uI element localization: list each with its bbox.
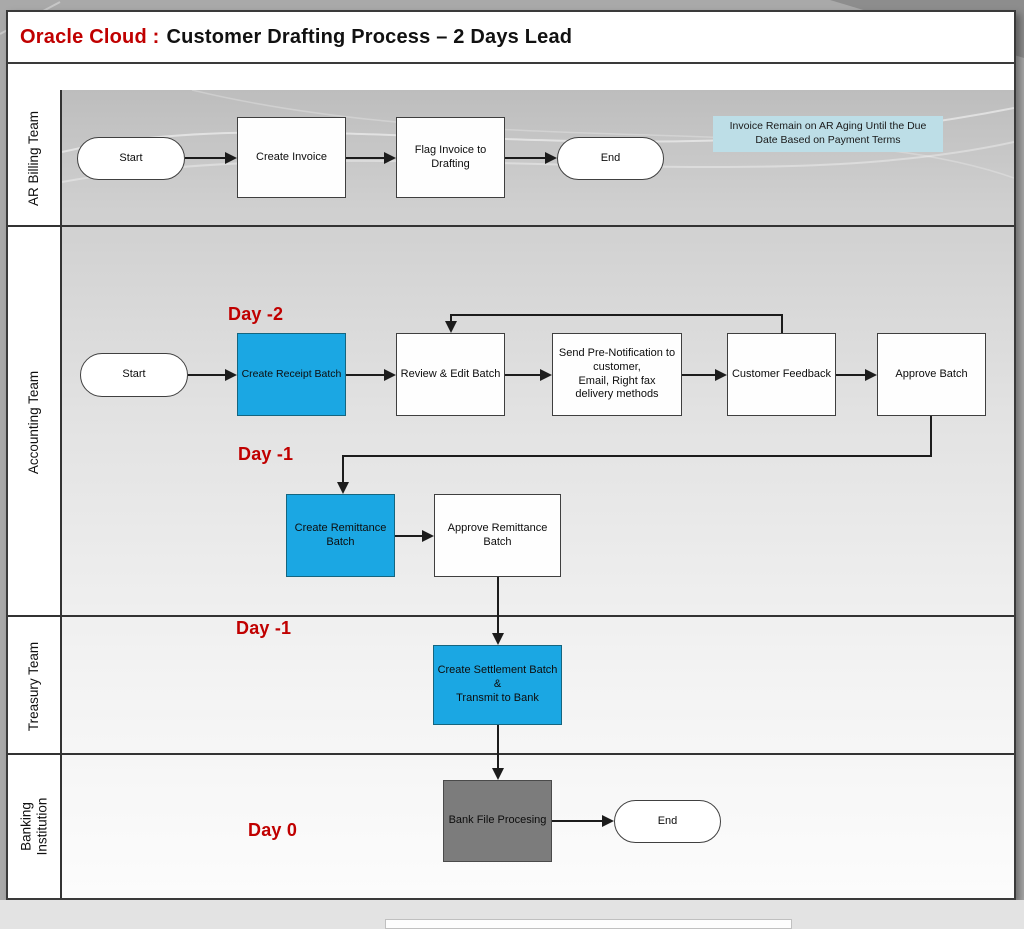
ar-aging-note: Invoice Remain on AR Aging Until the Due… bbox=[713, 116, 943, 152]
create-remittance-batch-step: Create Remittance Batch bbox=[286, 494, 395, 577]
arrowhead bbox=[540, 369, 552, 381]
title-bar: Oracle Cloud : Customer Drafting Process… bbox=[8, 12, 1014, 64]
connector-line bbox=[930, 416, 932, 457]
arrowhead bbox=[384, 369, 396, 381]
review-edit-batch-step: Review & Edit Batch bbox=[396, 333, 505, 416]
day-0-label: Day 0 bbox=[248, 820, 298, 840]
approve-remittance-batch-step: Approve Remittance Batch bbox=[434, 494, 561, 577]
feedback-loop-line bbox=[781, 314, 783, 333]
connector-line bbox=[552, 820, 603, 822]
lane-label: Banking Institution bbox=[18, 797, 50, 856]
lane-divider bbox=[8, 615, 1014, 617]
lane-banking-institution: Banking Institution bbox=[8, 755, 62, 898]
arrowhead bbox=[715, 369, 727, 381]
lane-ar-billing-team: AR Billing Team bbox=[8, 90, 62, 227]
page-title: Customer Drafting Process – 2 Days Lead bbox=[166, 25, 573, 48]
start-node-billing: Start bbox=[77, 137, 185, 180]
arrowhead bbox=[865, 369, 877, 381]
process-diagram-frame: Oracle Cloud : Customer Drafting Process… bbox=[6, 10, 1016, 900]
connector-line bbox=[185, 157, 226, 159]
lane-label: Treasury Team bbox=[26, 641, 42, 731]
connector-line bbox=[682, 374, 716, 376]
connector-line bbox=[836, 374, 866, 376]
customer-feedback-step: Customer Feedback bbox=[727, 333, 836, 416]
connector-line bbox=[497, 577, 499, 633]
arrowhead bbox=[225, 369, 237, 381]
arrowhead bbox=[492, 633, 504, 645]
connector-line bbox=[342, 455, 932, 457]
approve-batch-step: Approve Batch bbox=[877, 333, 986, 416]
flag-invoice-step: Flag Invoice to Drafting bbox=[396, 117, 505, 198]
arrowhead bbox=[545, 152, 557, 164]
arrowhead bbox=[445, 321, 457, 333]
send-pre-notification-step: Send Pre-Notification to customer, Email… bbox=[552, 333, 682, 416]
lane-divider bbox=[8, 753, 1014, 755]
lane-divider bbox=[8, 225, 1014, 227]
bank-file-processing-step: Bank File Procesing bbox=[443, 780, 552, 862]
next-slide-peek bbox=[385, 919, 792, 929]
subtitle-band bbox=[8, 64, 1014, 92]
end-node-banking: End bbox=[614, 800, 721, 843]
connector-line bbox=[346, 374, 385, 376]
connector-line bbox=[346, 157, 385, 159]
lane-label: Accounting Team bbox=[26, 370, 42, 474]
arrowhead bbox=[422, 530, 434, 542]
day-minus-1-treasury-label: Day -1 bbox=[236, 618, 292, 638]
create-receipt-batch-step: Create Receipt Batch bbox=[237, 333, 346, 416]
lane-accounting-team: Accounting Team bbox=[8, 227, 62, 617]
create-invoice-step: Create Invoice bbox=[237, 117, 346, 198]
connector-line bbox=[342, 455, 344, 482]
feedback-loop-line bbox=[450, 314, 452, 323]
title-brand: Oracle Cloud : bbox=[20, 25, 160, 48]
arrowhead bbox=[384, 152, 396, 164]
connector-line bbox=[497, 725, 499, 768]
day-minus-2-label: Day -2 bbox=[228, 304, 284, 324]
start-node-accounting: Start bbox=[80, 353, 188, 397]
feedback-loop-line bbox=[450, 314, 783, 316]
arrowhead bbox=[225, 152, 237, 164]
arrowhead bbox=[337, 482, 349, 494]
day-minus-1-accounting-label: Day -1 bbox=[238, 444, 294, 464]
below-slide-area bbox=[0, 900, 1024, 929]
connector-line bbox=[188, 374, 226, 376]
lane-label: AR Billing Team bbox=[26, 110, 42, 207]
lane-treasury-team: Treasury Team bbox=[8, 617, 62, 755]
connector-line bbox=[505, 374, 541, 376]
connector-line bbox=[395, 535, 423, 537]
arrowhead bbox=[492, 768, 504, 780]
end-node-billing: End bbox=[557, 137, 664, 180]
create-settlement-batch-step: Create Settlement Batch & Transmit to Ba… bbox=[433, 645, 562, 725]
connector-line bbox=[505, 157, 546, 159]
arrowhead bbox=[602, 815, 614, 827]
